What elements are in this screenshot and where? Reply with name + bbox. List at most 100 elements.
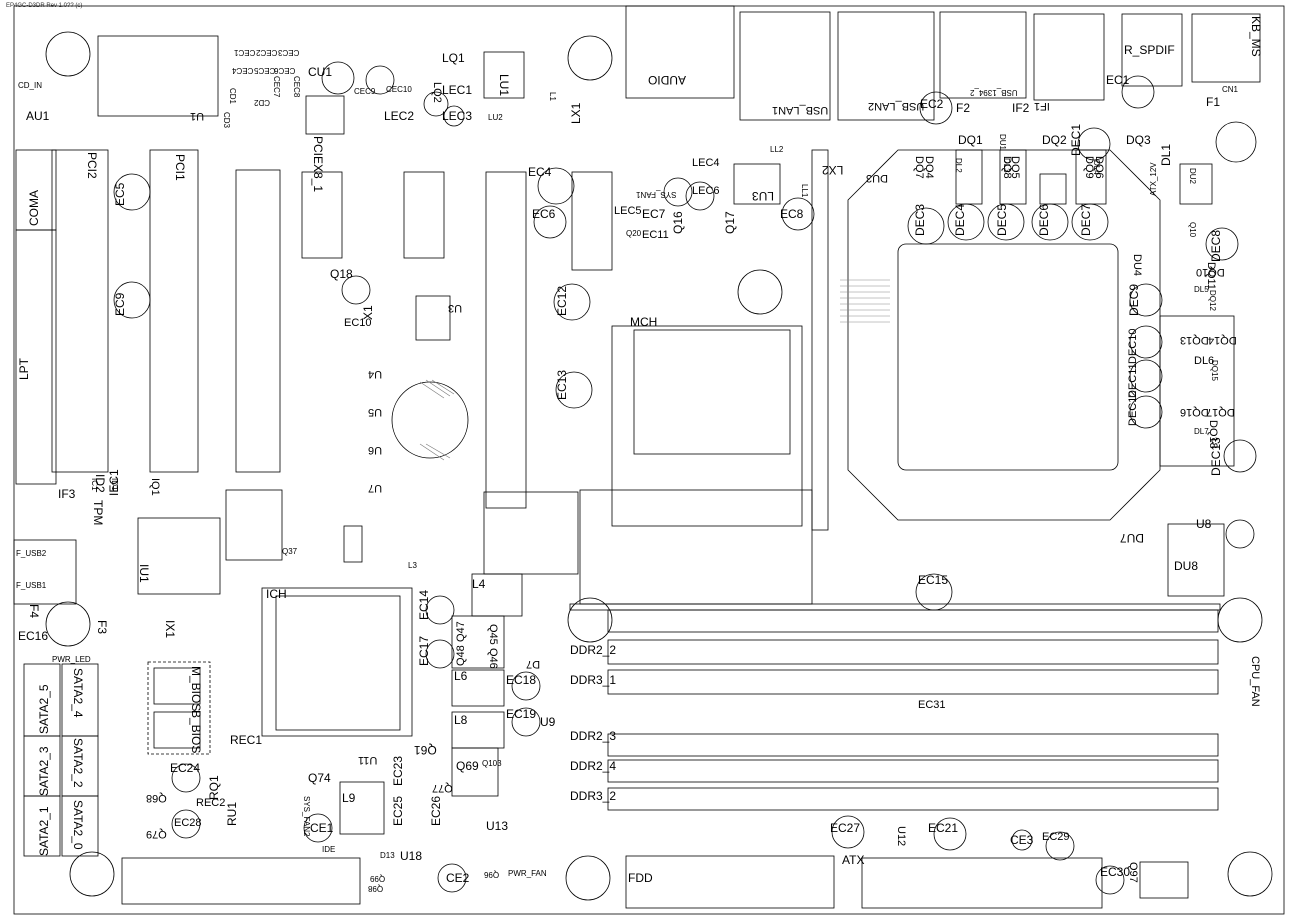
label-m-bios: M_BIOS bbox=[189, 666, 203, 712]
label-cec7: CEC7 bbox=[272, 76, 281, 98]
label-dq7: DQ7 bbox=[913, 156, 925, 179]
label-dq12: DQ12 bbox=[1208, 290, 1217, 311]
label-dl6: DL6 bbox=[1194, 355, 1215, 367]
label-cec5: CEC5 bbox=[254, 66, 276, 75]
label-q103: Q103 bbox=[482, 759, 502, 768]
label-lu2: LU2 bbox=[488, 113, 503, 122]
label-q68: Q68 bbox=[146, 792, 167, 804]
label-ddr3-2: DDR3_2 bbox=[570, 789, 617, 803]
label-x1: X1 bbox=[361, 305, 375, 320]
label-du3: DU3 bbox=[866, 172, 889, 184]
label-if1: IF1 bbox=[1034, 100, 1050, 112]
pciex8-slot bbox=[301, 171, 343, 259]
board-edge bbox=[13, 5, 1285, 915]
label-ddr2-4: DDR2_4 bbox=[570, 759, 617, 773]
label-u18: U18 bbox=[400, 849, 423, 863]
label-q20: Q20 bbox=[626, 229, 642, 238]
label-ix1: IX1 bbox=[163, 620, 177, 639]
label-dl1: DL1 bbox=[1159, 143, 1173, 166]
label-dl5: DL5 bbox=[1194, 285, 1209, 294]
label-d7: D7 bbox=[526, 658, 541, 670]
label-ll1: LL1 bbox=[800, 184, 809, 198]
label-ec16: EC16 bbox=[18, 629, 49, 643]
label-lec4: LEC4 bbox=[692, 157, 720, 169]
label-rec1: REC1 bbox=[230, 733, 263, 747]
label-ce2: CE2 bbox=[446, 871, 470, 885]
label-ec13: EC13 bbox=[555, 369, 569, 400]
label-coma: COMA bbox=[27, 190, 41, 226]
label-dec9: DEC9 bbox=[1127, 283, 1141, 316]
label-lq1: LQ1 bbox=[442, 51, 465, 65]
label-lu3: LU3 bbox=[752, 189, 775, 203]
ddr2-3-slot bbox=[607, 733, 1219, 757]
label-sata2-1: SATA2_1 bbox=[37, 806, 51, 856]
label-rq1: RQ1 bbox=[207, 775, 221, 800]
ddr2-4-slot bbox=[607, 759, 1219, 783]
atx-connector bbox=[861, 857, 1103, 909]
usb-lan1-port bbox=[739, 11, 831, 121]
label-sys-fan1: SYS_FAN1 bbox=[636, 190, 677, 199]
label-audio: AUDIO bbox=[648, 73, 687, 87]
label-ddr3-1: DDR3_1 bbox=[570, 673, 617, 687]
label-ec28: EC28 bbox=[174, 817, 202, 829]
label-dec7: DEC7 bbox=[1079, 203, 1093, 236]
label-dec12: DEC12 bbox=[1127, 390, 1139, 426]
label-l8: L8 bbox=[454, 713, 468, 727]
label-ec18: EC18 bbox=[506, 673, 537, 687]
label-ide: IDE bbox=[322, 845, 336, 854]
label-dq11: DQ11 bbox=[1205, 262, 1217, 290]
label-sata2-2: SATA2_2 bbox=[71, 738, 85, 788]
label-dec4: DEC4 bbox=[953, 203, 967, 236]
pci1-slot bbox=[149, 149, 199, 473]
label-r-spdif: R_SPDIF bbox=[1124, 43, 1175, 57]
label-ec9: EC9 bbox=[113, 292, 127, 316]
label-dq13: DQ13 bbox=[1180, 334, 1209, 346]
label-lec6: LEC6 bbox=[692, 185, 720, 197]
label-q61: Q61 bbox=[414, 743, 437, 757]
kb-ms-port bbox=[1191, 13, 1261, 83]
label-dec1: DEC1 bbox=[1069, 123, 1083, 156]
label-ec6: EC6 bbox=[532, 207, 556, 221]
label-dq14: DQ14 bbox=[1208, 334, 1237, 346]
ddr3-1-slot bbox=[607, 669, 1219, 695]
label-pci2: PCI2 bbox=[85, 152, 99, 179]
label-sata2-3: SATA2_3 bbox=[37, 746, 51, 796]
label-ce1: CE1 bbox=[310, 821, 334, 835]
label-dq3: DQ3 bbox=[1126, 133, 1151, 147]
label-dec6: DEC6 bbox=[1037, 203, 1051, 236]
label-ec15: EC15 bbox=[918, 573, 949, 587]
label-du7: DU7 bbox=[1120, 531, 1145, 545]
label-du8: DU8 bbox=[1174, 559, 1199, 573]
label-id2: ID2 bbox=[93, 474, 107, 493]
label-dl7: DL7 bbox=[1194, 427, 1209, 436]
label-ec17: EC17 bbox=[417, 635, 431, 666]
label-usb-lan2: USB_LAN2 bbox=[868, 100, 925, 112]
label-dq16: DQ16 bbox=[1180, 406, 1209, 418]
label-cd1: CD1 bbox=[228, 88, 237, 105]
usb-port-2 bbox=[1033, 13, 1105, 101]
label-dq8: DQ8 bbox=[1001, 156, 1013, 179]
label-q96: Q96 bbox=[484, 870, 500, 879]
label-lec2: LEC2 bbox=[384, 109, 415, 123]
label-f1: F1 bbox=[1206, 95, 1221, 109]
label-u1: U1 bbox=[190, 110, 205, 122]
label-ec8: EC8 bbox=[780, 207, 804, 221]
label-cec9: CEC9 bbox=[354, 87, 376, 96]
ich-outline bbox=[261, 587, 413, 737]
label-cd2: CD2 bbox=[254, 98, 271, 107]
label-dq2: DQ2 bbox=[1042, 133, 1067, 147]
label-ddr2-3: DDR2_3 bbox=[570, 729, 617, 743]
label-q16: Q16 bbox=[671, 211, 685, 234]
label-du4: DU4 bbox=[1131, 254, 1143, 277]
fdd-connector bbox=[625, 855, 835, 909]
label-cec2: CEC2 bbox=[256, 48, 278, 57]
label-cec6: CEC6 bbox=[274, 66, 296, 75]
label-iu1: IU1 bbox=[137, 564, 151, 583]
label-ec25: EC25 bbox=[391, 795, 405, 826]
label-q45: Q45 bbox=[487, 624, 499, 645]
label-q99: Q99 bbox=[370, 874, 386, 883]
cpu-socket bbox=[897, 243, 1119, 471]
ddr2-2-slot bbox=[607, 609, 1219, 633]
label-lq2: LQ2 bbox=[431, 82, 443, 103]
label-ec27: EC27 bbox=[830, 821, 861, 835]
